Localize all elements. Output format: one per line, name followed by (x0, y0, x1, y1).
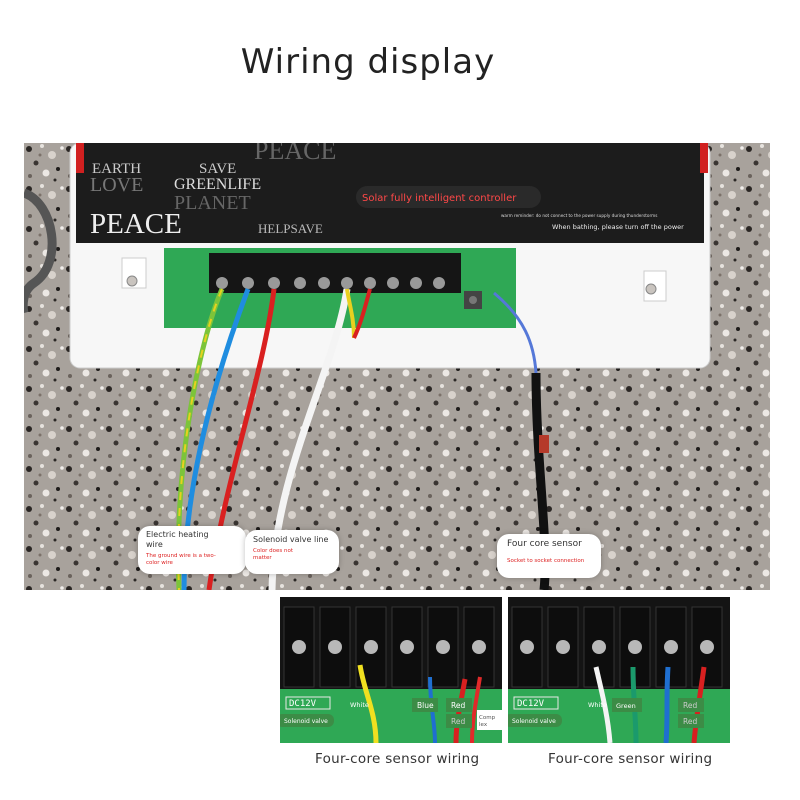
svg-text:Comp: Comp (479, 715, 496, 721)
panel-word: HELPSAVE (258, 221, 323, 236)
controller-label: Solar fully intelligent controller (362, 193, 517, 204)
callout-note: The ground wire is a two-color wire (146, 553, 216, 566)
wire-tag: Red (451, 701, 465, 710)
wire-tag: Red (451, 717, 465, 726)
board-label: DC12V (289, 699, 317, 709)
inset-caption-left: Four-core sensor wiring (315, 751, 480, 767)
panel-word: LOVE (90, 174, 143, 196)
wire-tag: Red (683, 717, 697, 726)
warning-text: warm reminder: do not connect to the pow… (501, 213, 657, 218)
solenoid-callout: Solenoid valve line Color does not matte… (245, 530, 339, 574)
panel-word: PEACE (254, 143, 336, 165)
panel-word: SAVE (199, 161, 236, 177)
panel-word: EARTH (92, 161, 141, 177)
sensor-callout: Four core sensor Socket to socket connec… (497, 534, 601, 578)
electric-heating-callout: Electric heating wire The ground wire is… (138, 526, 246, 574)
bathing-notice: When bathing, please turn off the power (552, 223, 684, 231)
wire-tag: White (588, 701, 607, 709)
svg-text:lex: lex (479, 722, 488, 728)
panel-word: GREENLIFE (174, 176, 261, 193)
controller-wiring-photo: PEACE EARTH SAVE LOVE GREENLIFE PLANET P… (24, 143, 770, 590)
wire-tag: Green (616, 702, 636, 710)
sensor-wiring-closeup-left: DC12V Solenoid valve White Blue Red Red … (280, 597, 502, 743)
sensor-wiring-closeup-right: DC12V Solenoid valve White Green Red Red (508, 597, 730, 743)
solenoid-tag: Solenoid valve (284, 718, 328, 725)
callout-note: Socket to socket connection (507, 558, 585, 564)
callout-note: Color does not matter (253, 548, 293, 561)
inset-caption-right: Four-core sensor wiring (548, 751, 713, 767)
callout-title: Solenoid valve line (253, 535, 329, 544)
board-label: DC12V (517, 699, 545, 709)
wire-tag: White (350, 701, 369, 709)
callout-title: Electric heating wire (146, 530, 209, 549)
page-title: Wiring display (240, 42, 496, 82)
panel-word: PEACE (90, 208, 182, 240)
wire-tag: Red (683, 701, 697, 710)
callout-title: Four core sensor (507, 539, 582, 549)
terminal-block (216, 277, 445, 289)
solenoid-tag: Solenoid valve (512, 718, 556, 725)
panel-word: PLANET (174, 192, 251, 214)
wire-tag: Blue (417, 701, 434, 710)
